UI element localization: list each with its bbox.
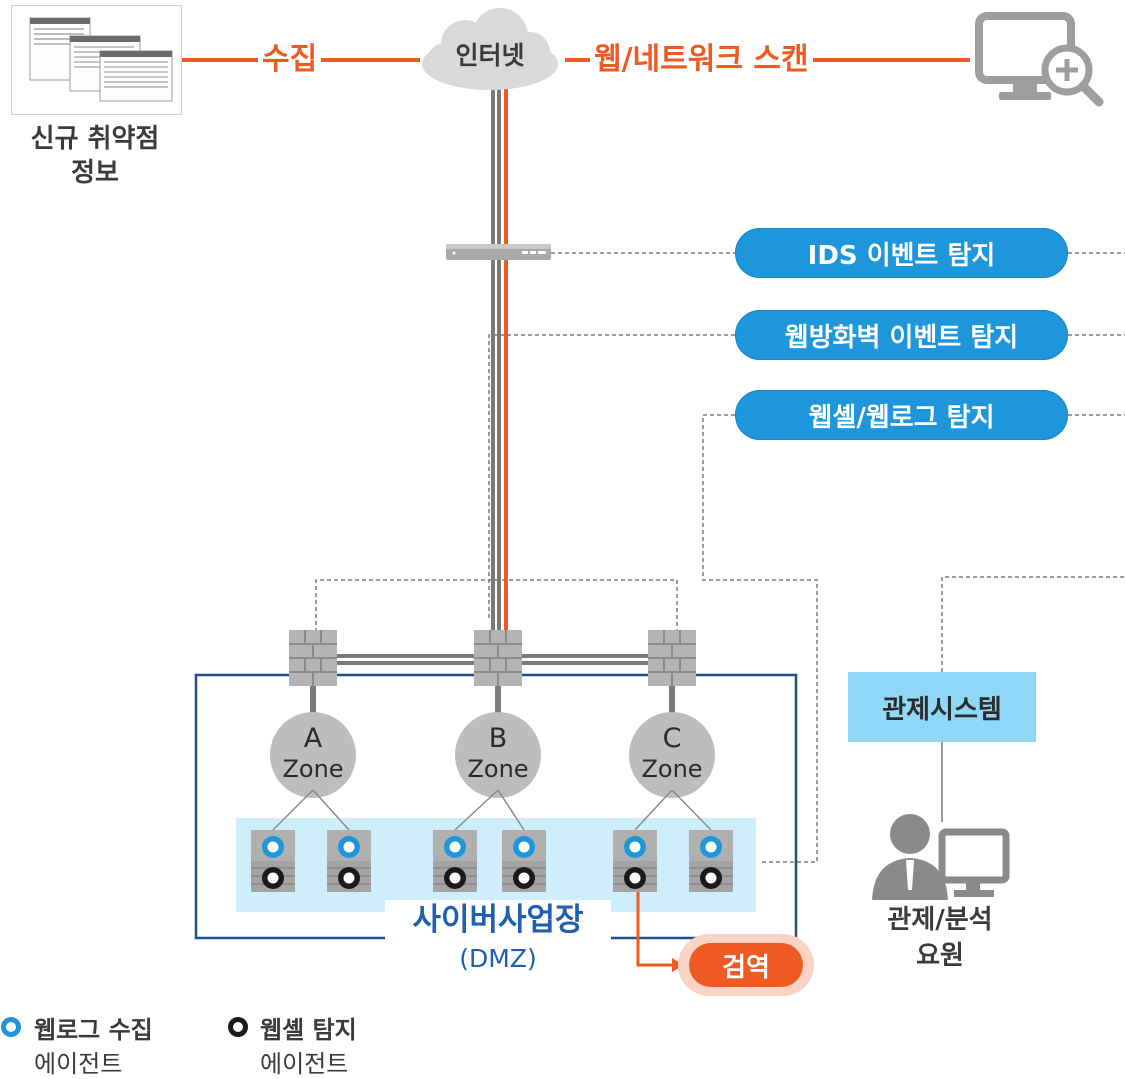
quarantine-label: 검역 [689,943,803,987]
server-icon [433,830,477,892]
firewall-c-icon [648,630,696,686]
legend-weblog-sub: 에이전트 [34,1050,123,1078]
server-band [236,818,756,912]
server-6 [689,830,733,892]
firewall-b-icon [474,630,522,686]
zone-b-label: B Zone [456,724,540,784]
server-icon [327,830,371,892]
waf-detection-pill: 웹방화벽 이벤트 탐지 [735,310,1068,360]
zone-a-label: A Zone [271,724,355,784]
server-icon [251,830,295,892]
analyst-label: 관제/분석 요원 [840,902,1040,974]
server-4 [502,830,546,892]
ids-detection-pill: IDS 이벤트 탐지 [735,228,1068,278]
zone-a-letter: A [303,723,323,754]
dmz-title: 사이버사업장 [385,900,611,940]
vuln-info-label: 신규 취약점 정보 [0,122,190,190]
server-1 [251,830,295,892]
zone-b-letter: B [488,723,508,754]
webshell-detection-pill: 웹셸/웹로그 탐지 [735,390,1068,440]
zone-c-circle [629,712,715,798]
analyst-label-line-2: 요원 [916,941,964,971]
zone-c-letter: C [662,723,682,754]
zone-a-name: Zone [282,755,344,783]
zone-a-circle [270,712,356,798]
scanner-monitor-icon [975,12,1104,107]
legend-webshell-sub: 에이전트 [260,1050,349,1078]
server-3 [433,830,477,892]
quarantine-path [636,880,672,967]
zone-b-circle [455,712,541,798]
vuln-info-line-1: 신규 취약점 [30,124,160,154]
internet-cloud-icon [422,8,558,90]
server-icon [502,830,546,892]
collect-label: 수집 [258,42,322,78]
legend-weblog-title: 웹로그 수집 [34,1016,153,1044]
weblog-agent-legend-icon [1,1017,21,1037]
vuln-report-thumbnail [11,5,182,115]
zone-b-name: Zone [467,755,529,783]
zone-c-name: Zone [641,755,703,783]
internet-label: 인터넷 [455,41,525,70]
scan-label: 웹/네트워크 스캔 [590,42,813,78]
zone-c-label: C Zone [630,724,714,784]
legend-webshell-title: 웹셸 탐지 [260,1016,357,1044]
server-icon [689,830,733,892]
server-2 [327,830,371,892]
server-icon [613,830,657,892]
vuln-info-line-2: 정보 [71,158,119,188]
webshell-agent-legend-icon [228,1017,248,1037]
firewall-a-icon [289,630,337,686]
server-5 [613,830,657,892]
analyst-workstation-icon [872,814,1010,900]
analyst-label-line-1: 관제/분석 [887,905,993,935]
control-system-box: 관제시스템 [848,672,1036,742]
dmz-subtitle: (DMZ) [459,944,537,973]
